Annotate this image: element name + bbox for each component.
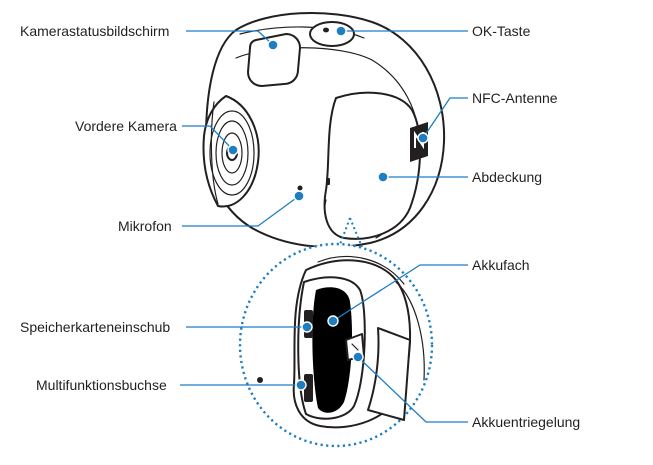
battery-compartment-detail [257,256,425,429]
camera-status-screen [247,33,301,87]
leader-lines [180,25,468,423]
callout-labels: Kamerastatusbildschirm Vordere Kamera Mi… [20,23,580,430]
label-abdeckung: Abdeckung [472,169,542,185]
label-vordere-kamera: Vordere Kamera [75,118,177,134]
label-kamerastatusbildschirm: Kamerastatusbildschirm [20,23,169,39]
label-multifunktionsbuchse: Multifunktionsbuchse [36,377,167,393]
label-ok-taste: OK-Taste [472,23,531,39]
label-speicherkarteneinschub: Speicherkarteneinschub [20,319,170,335]
label-mikrofon: Mikrofon [118,218,172,234]
microphone-hole [297,178,330,191]
ok-button[interactable] [309,21,355,47]
cover-panel [323,91,422,240]
label-akkufach: Akkufach [472,257,530,273]
label-akkuentriegelung: Akkuentriegelung [472,414,580,430]
label-nfc-antenne: NFC-Antenne [472,90,558,106]
